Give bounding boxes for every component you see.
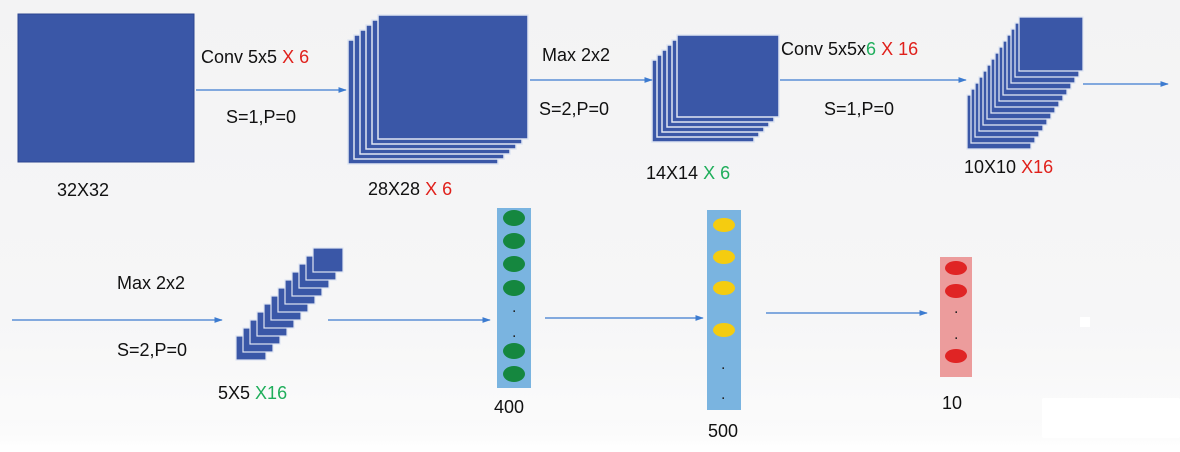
- fc1-neuron: [503, 233, 525, 249]
- fc1-ellipsis-dot: .: [512, 324, 517, 341]
- fc2-ellipsis-dot: .: [721, 356, 726, 373]
- conv2-op-depth: 6: [866, 39, 877, 59]
- pool2-size-label: 5X5 X16: [218, 382, 287, 404]
- conv1-size-label: 28X28 X 6: [368, 178, 452, 200]
- pool1-feature-map-stack: [651, 34, 780, 143]
- conv1-op-name: Conv 5x5: [201, 47, 278, 67]
- fc2-neuron: [713, 323, 735, 337]
- fc2-neuron-column: [707, 210, 741, 410]
- output-size-label: 10: [942, 393, 963, 413]
- conv1-size: 28X28: [368, 179, 421, 199]
- conv2-feature-map-stack: [966, 16, 1084, 150]
- pool2-size: 5X5: [218, 383, 251, 403]
- conv1-feature-map-stack: [347, 14, 529, 165]
- conv2-size: 10X10: [964, 157, 1017, 177]
- fc1-ellipsis-dot: .: [512, 299, 517, 316]
- fc1-neuron: [503, 343, 525, 359]
- white-patch: [1042, 398, 1180, 438]
- conv2-size-count: X16: [1021, 157, 1054, 177]
- input-image-block: [17, 13, 195, 163]
- white-mark: [1080, 317, 1090, 327]
- output-neuron-column: [940, 257, 972, 377]
- pool1-size-count: X 6: [703, 163, 731, 183]
- output-neuron: [945, 284, 967, 298]
- fc1-neuron: [503, 280, 525, 296]
- output-neuron: [945, 349, 967, 363]
- pool2-feature-map-stack: [235, 247, 344, 361]
- fc2-neuron: [713, 218, 735, 232]
- conv2-params: S=1,P=0: [824, 99, 895, 119]
- pool2-operation-label: Max 2x2: [117, 273, 186, 293]
- pool2-params: S=2,P=0: [117, 340, 188, 360]
- fc1-size-label: 400: [494, 397, 525, 417]
- fc2-ellipsis-dot: .: [721, 386, 726, 403]
- pool1-operation-label: Max 2x2: [542, 45, 611, 65]
- conv2-op-count: X 16: [881, 39, 919, 59]
- conv1-operation-label: Conv 5x5 X 6: [201, 46, 309, 68]
- conv1-size-count: X 6: [425, 179, 453, 199]
- fc1-neuron: [503, 210, 525, 226]
- input-size-label: 32X32: [57, 180, 110, 200]
- fc1-neuron: [503, 256, 525, 272]
- pool1-size-label: 14X14 X 6: [646, 162, 730, 184]
- fc2-size-label: 500: [708, 421, 739, 441]
- fc1-neuron-column: [497, 208, 531, 388]
- conv1-op-count: X 6: [282, 47, 310, 67]
- output-neuron: [945, 261, 967, 275]
- conv1-params: S=1,P=0: [226, 107, 297, 127]
- pool1-params: S=2,P=0: [539, 99, 610, 119]
- conv2-size-label: 10X10 X16: [964, 156, 1053, 178]
- fc1-neuron: [503, 366, 525, 382]
- fc2-neuron: [713, 281, 735, 295]
- conv2-op-name: Conv 5x5x: [781, 39, 867, 59]
- pool2-size-count: X16: [255, 383, 288, 403]
- output-ellipsis-dot: .: [954, 300, 959, 317]
- pool1-size: 14X14: [646, 163, 699, 183]
- conv2-operation-label: Conv 5x5x6 X 16: [781, 38, 918, 60]
- fc2-neuron: [713, 250, 735, 264]
- output-ellipsis-dot: .: [954, 326, 959, 343]
